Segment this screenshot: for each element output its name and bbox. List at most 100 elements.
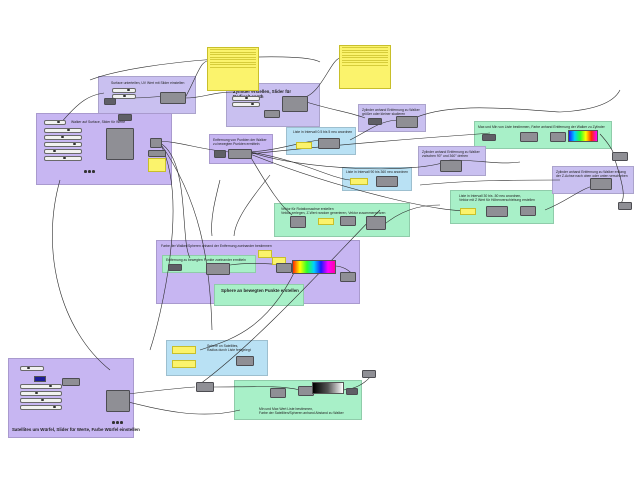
slider-v[interactable] bbox=[112, 94, 136, 99]
preview-node[interactable] bbox=[612, 152, 628, 161]
slider-sat-4[interactable] bbox=[20, 398, 62, 403]
wire bbox=[249, 153, 471, 211]
entfernung-input[interactable] bbox=[168, 264, 182, 271]
remap-90-domain-panel[interactable] bbox=[350, 178, 368, 185]
entfernung-node[interactable] bbox=[206, 263, 230, 275]
group-label-min-max-satelliten: Min und Max Wert Liste bestimmen, Farbe … bbox=[259, 407, 344, 415]
wire bbox=[299, 99, 366, 119]
group-label-surface: Surface unterteilen, UV Wert mit Slider … bbox=[111, 81, 185, 85]
slider-u[interactable] bbox=[112, 88, 136, 93]
cylinder-plane-node[interactable] bbox=[264, 110, 280, 118]
wire bbox=[614, 159, 624, 205]
group-sphere-bewegte[interactable]: Sphere an bewegten Punkte erstellen bbox=[214, 284, 304, 306]
slider-sat-5[interactable] bbox=[20, 405, 62, 410]
wire bbox=[59, 92, 105, 125]
move-output-node[interactable] bbox=[618, 202, 632, 210]
wire bbox=[349, 119, 401, 141]
slider-walker-4[interactable] bbox=[44, 142, 82, 147]
slider-walker-3[interactable] bbox=[44, 135, 82, 140]
scale-node[interactable] bbox=[396, 116, 418, 128]
gradient-node[interactable] bbox=[550, 132, 566, 142]
farbe-remap-node[interactable] bbox=[276, 263, 292, 273]
group-label-z-achse: Zylinder anhand Entfernung zu Walker ent… bbox=[556, 170, 628, 178]
wire bbox=[409, 107, 561, 121]
satellite-panel-2[interactable] bbox=[172, 360, 196, 368]
walker-color-dots[interactable] bbox=[84, 170, 95, 173]
group-label-max-min: Max und Min von Liste bestimmen, Farbe a… bbox=[478, 125, 605, 129]
gradient-icon[interactable] bbox=[292, 260, 336, 274]
satellite-sphere-node[interactable] bbox=[236, 356, 254, 366]
walker-component-node[interactable] bbox=[106, 128, 134, 160]
wire bbox=[209, 386, 301, 391]
slider-sat-1[interactable] bbox=[20, 366, 44, 371]
slider-radius[interactable] bbox=[232, 96, 260, 101]
slider-walker-6[interactable] bbox=[44, 156, 82, 161]
satellite-bounds-node[interactable] bbox=[270, 388, 286, 398]
wire bbox=[249, 151, 451, 170]
slider-length[interactable] bbox=[232, 102, 260, 107]
group-label-liste-90: Liste in Intervall 90 bis 360 neu anordn… bbox=[346, 170, 409, 174]
remap-05-node[interactable] bbox=[318, 138, 340, 149]
bounds-node[interactable] bbox=[520, 132, 538, 142]
group-label-skalieren: Zylinder anhand Entfernung zu Walker grö… bbox=[362, 108, 420, 116]
cylinder-node[interactable] bbox=[282, 96, 308, 112]
wire bbox=[419, 179, 561, 186]
wire bbox=[249, 139, 321, 153]
slider-sat-2[interactable] bbox=[20, 384, 62, 389]
wire bbox=[119, 386, 196, 396]
remap-30-node[interactable] bbox=[486, 206, 508, 217]
vector-construct-node[interactable] bbox=[366, 216, 386, 230]
satellite-output-node[interactable] bbox=[346, 388, 358, 395]
satellite-distance-node[interactable] bbox=[196, 382, 214, 392]
wire bbox=[159, 142, 213, 331]
rotate-node[interactable] bbox=[440, 160, 462, 172]
panel-output-2[interactable] bbox=[339, 45, 391, 89]
wire bbox=[149, 142, 174, 351]
group-label-drehen: Zylinder anhand Entfernung zu Walker zwi… bbox=[422, 150, 480, 158]
divide-surface-node[interactable] bbox=[160, 92, 186, 104]
max-min-input[interactable] bbox=[482, 134, 496, 141]
remap-05-domain-panel[interactable] bbox=[296, 142, 312, 149]
gradient-icon[interactable] bbox=[312, 382, 344, 394]
wire bbox=[119, 399, 241, 415]
wire bbox=[299, 57, 341, 99]
wire bbox=[249, 132, 491, 155]
move-node[interactable] bbox=[590, 178, 612, 190]
walker-toggle-node[interactable] bbox=[118, 114, 132, 121]
walker-panel[interactable] bbox=[148, 158, 166, 172]
z-vector-node[interactable] bbox=[520, 206, 536, 216]
surface-param-node[interactable] bbox=[104, 98, 116, 105]
slider-walker-2[interactable] bbox=[44, 128, 82, 133]
gradient-icon[interactable] bbox=[568, 130, 598, 142]
satellite-color-dots[interactable] bbox=[112, 421, 123, 424]
wire bbox=[233, 174, 271, 237]
satellite-panel-1[interactable] bbox=[172, 346, 196, 354]
closest-point-node[interactable] bbox=[214, 150, 226, 158]
random-node[interactable] bbox=[340, 216, 356, 226]
remap-90-node[interactable] bbox=[376, 176, 398, 187]
group-liste-05-5[interactable]: Liste in Intervall 0.5 bis 5 neu anordne… bbox=[286, 127, 356, 155]
scale-input-node[interactable] bbox=[368, 118, 382, 125]
wire bbox=[249, 151, 351, 181]
panel-output-1[interactable] bbox=[207, 47, 259, 91]
slider-sat-3[interactable] bbox=[20, 391, 62, 396]
group-label-walker: Walker auf Surface, Slider für Werte bbox=[71, 120, 126, 124]
group-label-satelliten: Satellites um Würfel, Slider für Werte, … bbox=[12, 427, 140, 432]
random-seed-panel[interactable] bbox=[318, 218, 334, 225]
walker-output-node[interactable] bbox=[150, 138, 162, 148]
satellite-component-node[interactable] bbox=[106, 390, 130, 412]
slider-walker-5[interactable] bbox=[44, 149, 82, 154]
swatch-icon[interactable] bbox=[34, 376, 46, 382]
farbe-panel-1[interactable] bbox=[258, 250, 272, 258]
walker-relay-node[interactable] bbox=[148, 150, 166, 157]
group-walker-surface[interactable]: Walker auf Surface, Slider für Werte bbox=[36, 113, 172, 185]
vector-deconstruct-node[interactable] bbox=[290, 216, 306, 228]
sphere-node[interactable] bbox=[340, 272, 356, 282]
remap-30-domain-panel[interactable] bbox=[460, 208, 476, 215]
satellite-preview-node[interactable] bbox=[362, 370, 376, 378]
satellite-relay-node[interactable] bbox=[62, 378, 80, 386]
distance-node[interactable] bbox=[228, 149, 252, 159]
slider-walker-1[interactable] bbox=[44, 120, 66, 125]
